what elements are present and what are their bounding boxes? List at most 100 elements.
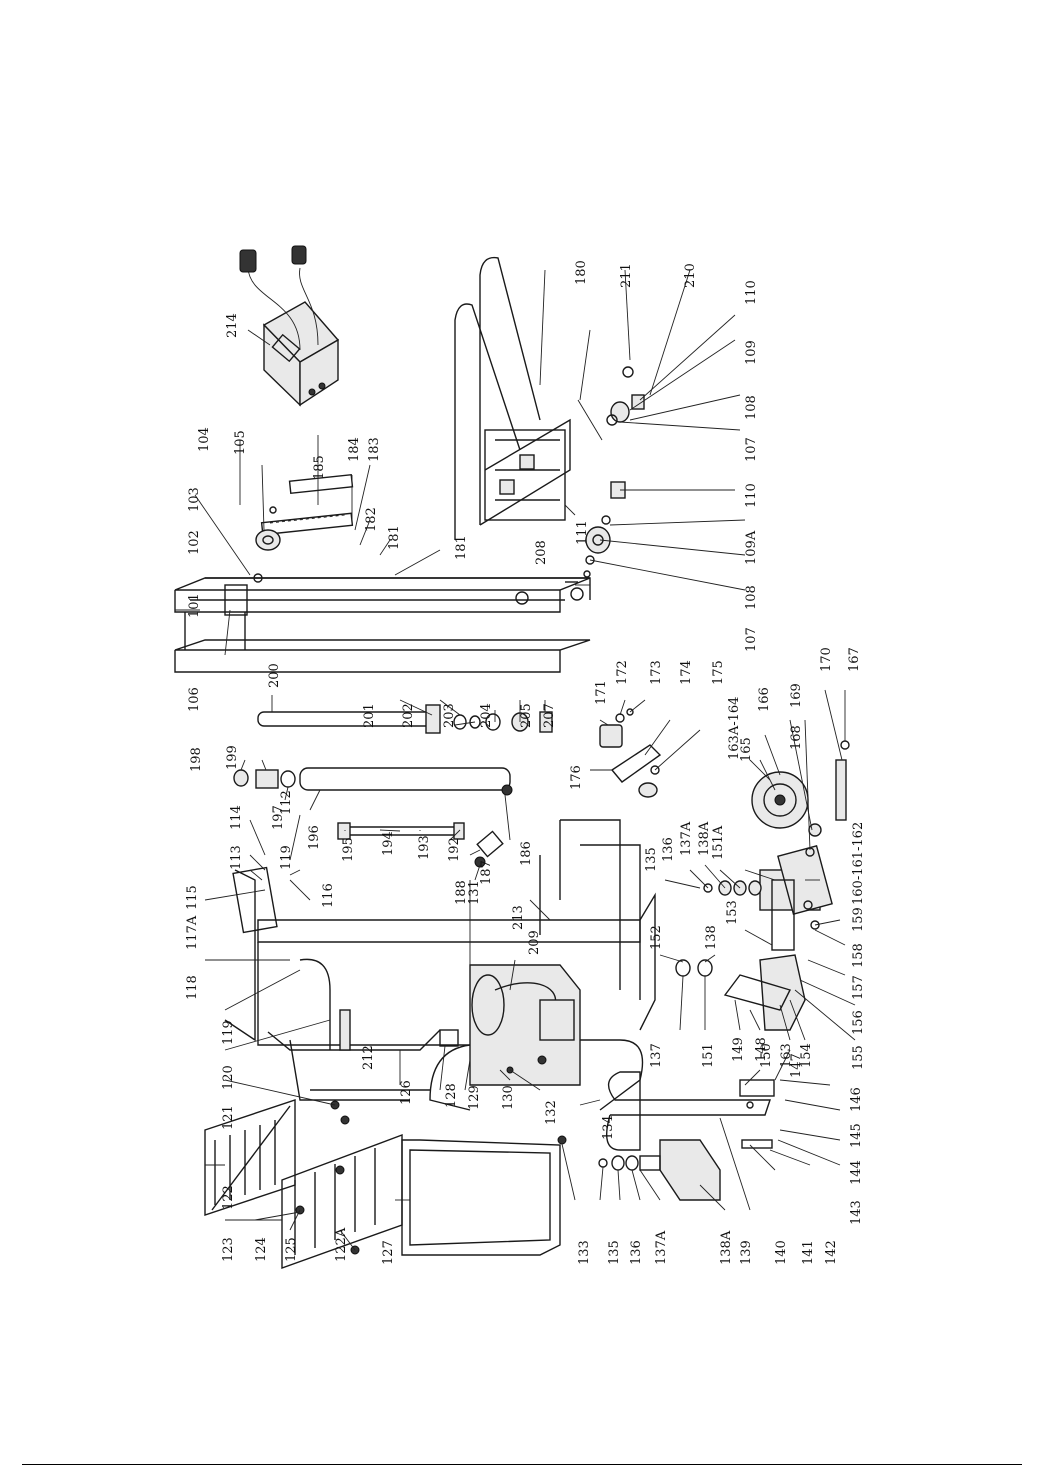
part-label-153: 153 <box>725 900 740 925</box>
part-label-123: 123 <box>221 1237 236 1262</box>
part-label-137A-b: 137A <box>654 1230 669 1265</box>
part-label-149: 149 <box>731 1037 746 1062</box>
part-label-181-a: 181 <box>387 525 402 550</box>
part-label-120: 120 <box>221 1065 236 1090</box>
part-label-197: 197 <box>271 805 286 830</box>
part-label-102: 102 <box>187 530 202 555</box>
part-label-186: 186 <box>519 841 534 866</box>
part-label-198: 198 <box>189 747 204 772</box>
part-label-135-a: 135 <box>644 847 659 872</box>
part-label-135-b: 135 <box>607 1240 622 1265</box>
part-label-117A: 117A <box>185 915 200 950</box>
part-label-101: 101 <box>187 593 202 618</box>
part-label-130: 130 <box>501 1085 516 1110</box>
part-label-202: 202 <box>401 703 416 728</box>
part-label-187: 187 <box>479 860 494 885</box>
part-label-196: 196 <box>307 825 322 850</box>
part-label-181-b: 181 <box>454 535 469 560</box>
part-label-166: 166 <box>757 687 772 712</box>
wheel-axle <box>805 740 850 857</box>
part-label-145: 145 <box>849 1123 864 1148</box>
part-label-147: 147 <box>789 1053 804 1078</box>
pump-unit <box>429 964 581 1111</box>
part-label-106: 106 <box>187 687 202 712</box>
part-label-176: 176 <box>569 765 584 790</box>
part-label-111: 111 <box>575 520 590 545</box>
part-label-110-b: 110 <box>744 483 759 508</box>
part-label-115: 115 <box>185 885 200 910</box>
part-label-148: 148 <box>754 1037 769 1062</box>
part-label-212: 212 <box>361 1045 376 1070</box>
part-drawings <box>174 245 850 1269</box>
part-label-125: 125 <box>284 1237 299 1262</box>
part-label-158: 158 <box>851 943 866 968</box>
part-label-137: 137 <box>649 1043 664 1068</box>
fork-frame <box>454 256 603 540</box>
part-label-214: 214 <box>225 313 240 338</box>
part-label-119-b: 119 <box>279 845 294 870</box>
part-label-104: 104 <box>197 427 212 452</box>
part-label-175: 175 <box>711 660 726 685</box>
part-label-129: 129 <box>467 1085 482 1110</box>
part-label-159: 159 <box>851 907 866 932</box>
part-label-160-161-162: 160-161-162 <box>851 822 866 905</box>
part-label-137A-a: 137A <box>679 821 694 856</box>
part-label-207: 207 <box>542 703 557 728</box>
part-label-118: 118 <box>185 975 200 1000</box>
part-label-128: 128 <box>444 1083 459 1108</box>
part-label-140: 140 <box>774 1240 789 1265</box>
part-label-108-a: 108 <box>744 395 759 420</box>
part-label-127: 127 <box>381 1240 396 1265</box>
part-label-134: 134 <box>601 1115 616 1140</box>
part-label-165: 165 <box>739 737 754 762</box>
part-label-211: 211 <box>619 263 634 288</box>
part-label-122A: 122A <box>334 1227 349 1262</box>
part-label-122: 122 <box>221 1185 236 1210</box>
part-label-143: 143 <box>849 1200 864 1225</box>
lift-chain <box>260 474 354 536</box>
part-label-183: 183 <box>367 437 382 462</box>
part-label-132: 132 <box>544 1100 559 1125</box>
part-label-168: 168 <box>789 725 804 750</box>
handle-bracket <box>598 1139 721 1201</box>
part-label-169: 169 <box>789 683 804 708</box>
part-label-156: 156 <box>851 1010 866 1035</box>
steering-handle-frame <box>224 866 441 1101</box>
part-label-109A: 109A <box>744 530 759 565</box>
part-label-184: 184 <box>347 437 362 462</box>
grill-panels <box>204 1099 403 1269</box>
part-label-205: 205 <box>519 703 534 728</box>
part-label-210: 210 <box>683 263 698 288</box>
part-label-154: 154 <box>799 1043 814 1068</box>
part-label-195: 195 <box>341 837 356 862</box>
part-label-109: 109 <box>744 340 759 365</box>
part-label-167: 167 <box>847 647 862 672</box>
part-label-138A-a: 138A <box>697 821 712 856</box>
part-label-141: 141 <box>801 1240 816 1265</box>
part-label-144: 144 <box>849 1160 864 1185</box>
part-label-110-a: 110 <box>744 280 759 305</box>
part-label-200: 200 <box>267 663 282 688</box>
part-labels: 214 185 184 183 182 181 181 180 211 210 … <box>185 260 866 1265</box>
tow-handle <box>606 1071 775 1151</box>
part-label-194: 194 <box>381 831 396 856</box>
part-label-103: 103 <box>187 487 202 512</box>
part-label-213: 213 <box>511 905 526 930</box>
part-label-180: 180 <box>574 260 589 285</box>
part-label-139: 139 <box>739 1240 754 1265</box>
charger-box <box>239 245 340 407</box>
part-label-170: 170 <box>819 647 834 672</box>
part-label-131: 131 <box>467 880 482 905</box>
part-label-157: 157 <box>851 975 866 1000</box>
part-label-142: 142 <box>824 1240 839 1265</box>
mast-bolts <box>295 1100 360 1255</box>
part-label-136-a: 136 <box>661 837 676 862</box>
part-label-155: 155 <box>851 1045 866 1070</box>
part-label-209: 209 <box>527 930 542 955</box>
part-label-152: 152 <box>649 925 664 950</box>
outer-mast <box>174 577 591 673</box>
part-label-119-a: 119 <box>221 1020 236 1045</box>
part-label-163: 163 <box>779 1043 794 1068</box>
page-bottom-rule <box>22 1464 1022 1465</box>
part-label-113: 113 <box>229 845 244 870</box>
